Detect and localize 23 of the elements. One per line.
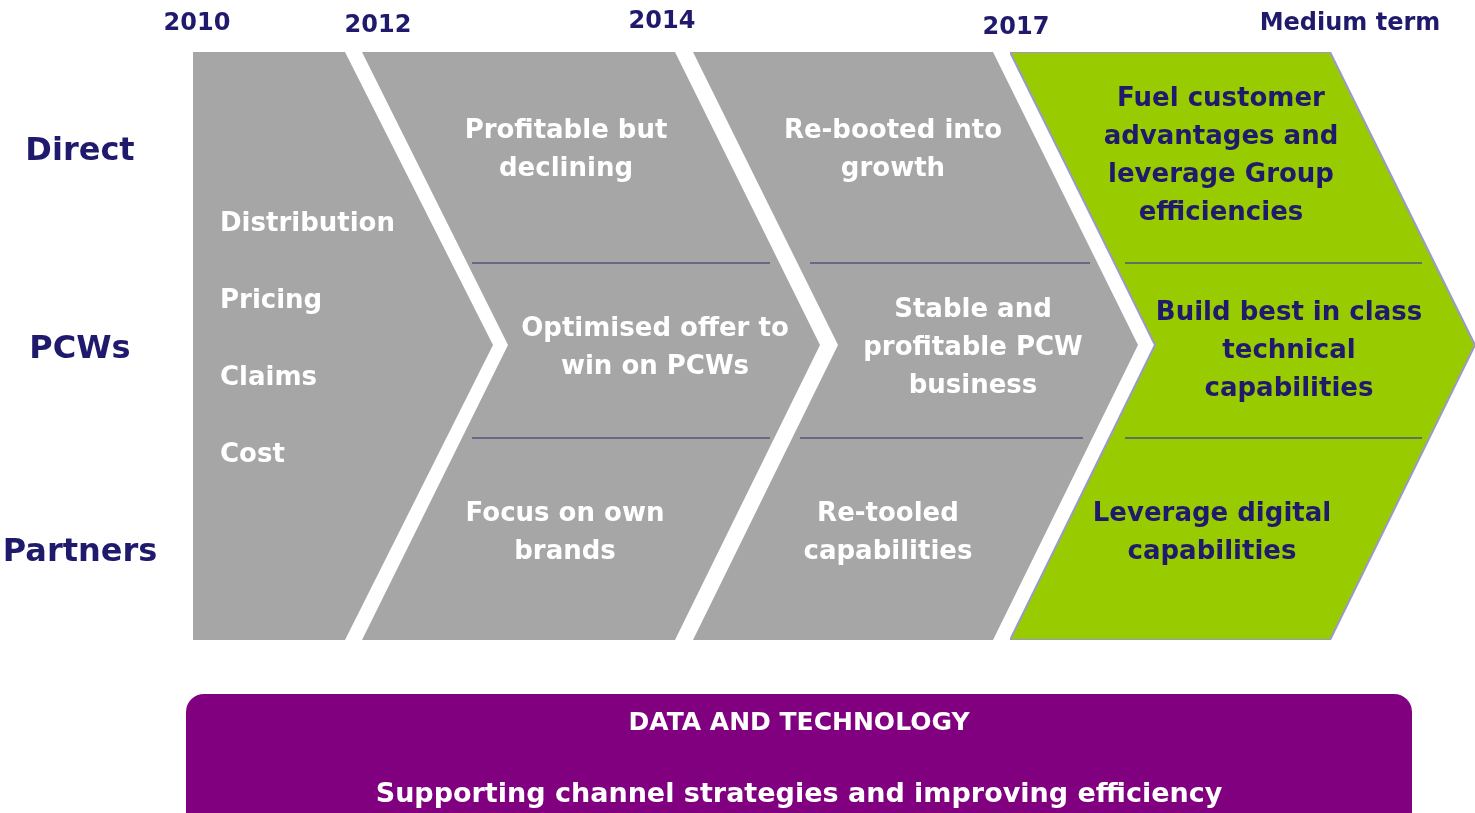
stage-text: Profitable but declining (463, 113, 669, 184)
year-label: 2014 (628, 6, 696, 34)
list-item: Cost (220, 437, 285, 470)
banner-text: Supporting channel strategies and improving efficiency (374, 776, 1224, 810)
stage-text: Leverage digital capabilities (1091, 496, 1333, 567)
year-label: 2017 (982, 12, 1050, 40)
list-item: Claims (220, 360, 318, 393)
period-label: Medium term (1259, 8, 1441, 36)
banner-heading: DATA AND TECHNOLOGY (627, 706, 971, 738)
year-label: 2012 (344, 10, 412, 38)
row-label: Partners (2, 531, 158, 569)
stage-text: Re-tooled capabilities (802, 496, 974, 567)
row-label: Direct (25, 130, 135, 168)
stage-text: Stable and profitable PCW business (862, 292, 1084, 401)
list-item: Distribution (220, 206, 395, 239)
stage-text: Focus on own brands (464, 496, 666, 567)
row-label: PCWs (29, 328, 131, 366)
stage-text: Re-booted into growth (782, 113, 1004, 184)
stage-text: Fuel customer advantages and leverage Group efficiencies (1102, 81, 1340, 228)
list-item: Pricing (220, 283, 323, 316)
stage-text: Optimised offer to win on PCWs (520, 311, 790, 382)
stage-text: Build best in class technical capabilities (1154, 295, 1424, 404)
year-label: 2010 (163, 8, 231, 36)
